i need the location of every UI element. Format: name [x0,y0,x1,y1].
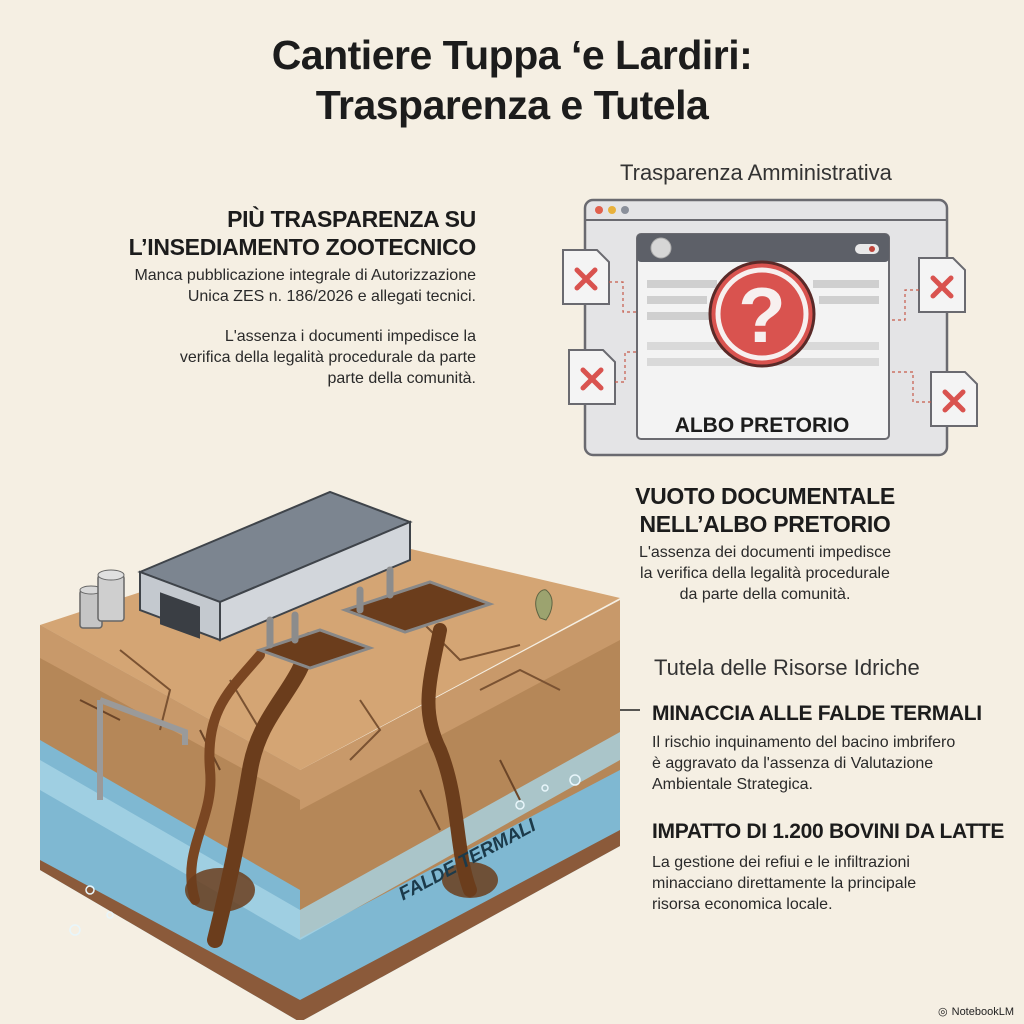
heading-vuoto-1: VUOTO DOCUMENTALE [635,483,895,509]
text-trasparenza-p2-l1: L'assenza i documenti impedisce la [224,328,476,345]
block-vuoto-documentale: VUOTO DOCUMENTALE NELL’ALBO PRETORIO L'a… [575,482,955,605]
text-vuoto-l3: da parte della comunità. [679,586,851,603]
albo-pretorio-illustration: ? ALBO PRETORIO [562,198,978,457]
barn-icon [137,490,413,642]
text-vuoto-l2: la verifica della legalità procedurale [640,565,890,582]
missing-document-icon-2 [568,349,616,405]
watermark: ◎ NotebookLM [938,1005,1014,1019]
block-minaccia: MINACCIA ALLE FALDE TERMALI Il rischio i… [652,700,1012,795]
heading-minaccia: MINACCIA ALLE FALDE TERMALI [652,702,982,725]
heading-vuoto-2: NELL’ALBO PRETORIO [639,511,891,537]
sewage-stream-right [421,623,477,897]
missing-document-icon-4 [930,371,978,427]
heading-impatto: IMPATTO DI 1.200 BOVINI DA LATTE [652,820,1005,843]
page-title: Cantiere Tuppa ‘e Lardiri: Trasparenza e… [0,30,1024,130]
missing-document-icon-1 [562,249,610,305]
silo-icon [79,569,125,629]
question-mark-icon [708,260,816,368]
text-trasparenza-p1-l1: Manca pubblicazione integrale di Autoriz… [134,267,476,284]
missing-document-icon-3 [918,257,966,313]
text-trasparenza-p2-l2: verifica della legalità procedurale da p… [179,349,476,366]
window-dot-grey [621,206,629,214]
pipe-left [97,697,188,800]
section-label-water: Tutela delle Risorse Idriche [654,655,920,680]
block-impatto: IMPATTO DI 1.200 BOVINI DA LATTE La gest… [652,818,1017,915]
section-label-admin: Trasparenza Amministrativa [620,160,892,185]
text-impatto-l3: risorsa economica locale. [652,896,833,913]
text-minaccia-l1: Il rischio inquinamento del bacino imbri… [652,734,956,751]
notebook-logo-icon: ◎ [938,1006,948,1018]
window-dot-red [595,206,603,214]
title-line-1: Cantiere Tuppa ‘e Lardiri: [271,32,753,78]
text-trasparenza-p1-l2: Unica ZES n. 186/2026 e allegati tecnici… [187,288,476,305]
block-trasparenza: PIÙ TRASPARENZA SU L’INSEDIAMENTO ZOOTEC… [36,205,477,389]
heading-trasparenza-2: L’INSEDIAMENTO ZOOTECNICO [128,234,477,260]
text-minaccia-l3: Ambientale Strategica. [652,776,813,793]
sewage-lagoon-1 [255,628,375,670]
albo-pretorio-label: ALBO PRETORIO [675,414,850,437]
text-minaccia-l2: è aggravato da l'assenza di Valutazione [652,755,934,772]
text-trasparenza-p2-l3: parte della comunità. [327,370,476,387]
text-impatto-l2: minacciano direttamente la principale [652,875,917,892]
heading-trasparenza-1: PIÙ TRASPARENZA SU [227,206,476,232]
sewage-lagoon-2 [340,580,495,634]
soil-cross-section-illustration: FALDE TERMALI [40,490,640,1020]
watermark-text: NotebookLM [951,1005,1014,1018]
text-vuoto-l1: L'assenza dei documenti impedisce [638,544,892,561]
title-line-2: Trasparenza e Tutela [315,82,709,128]
window-dot-yellow [608,206,616,214]
emblem-icon [650,237,672,259]
text-impatto-l1: La gestione dei refiui e le infiltrazion… [652,854,910,871]
svg-text:?: ? [738,271,786,359]
